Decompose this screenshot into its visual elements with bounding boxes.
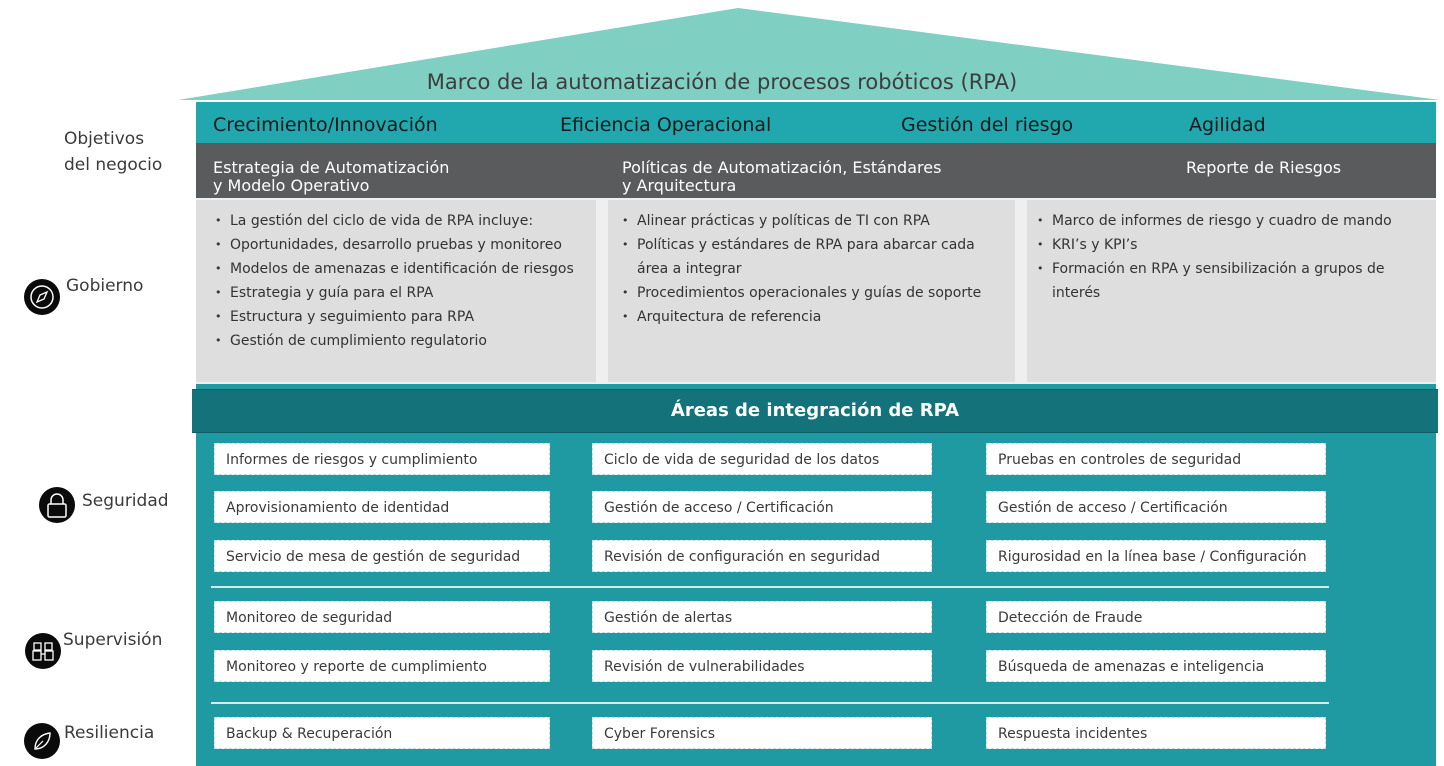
rpa-integration-title: Áreas de integración de RPA [192,389,1438,433]
security-box: Gestión de acceso / Certificación [986,491,1326,523]
governance-header-band [196,143,1436,198]
list-item: Políticas y estándares de RPA para abarc… [621,233,1013,257]
governance-list-3: Marco de informes de riesgo y cuadro de … [1036,209,1432,305]
goal-efficiency: Eficiencia Operacional [560,114,772,136]
gov-header-strategy-line1: Estrategia de Automatización [213,158,450,177]
rpa-integration-band [196,384,1436,766]
supervision-label: Supervisión [63,630,163,650]
security-box: Revisión de configuración en seguridad [592,540,932,572]
governance-list-2: Alinear prácticas y políticas de TI con … [621,209,1013,329]
resilience-box: Backup & Recuperación [214,717,550,749]
roof-title: Marco de la automatización de procesos r… [426,70,1018,94]
supervision-box: Gestión de alertas [592,601,932,633]
gov-header-policies-line2: y Arquitectura [622,176,737,195]
goal-growth: Crecimiento/Innovación [213,114,438,136]
list-item: Gestión de cumplimiento regulatorio [214,329,594,353]
list-item: interés [1052,285,1101,301]
list-item: área a integrar [637,261,742,277]
security-box: Pruebas en controles de seguridad [986,443,1326,475]
list-item: Formación en RPA y sensibilización a gru… [1036,257,1432,281]
gov-header-policies-line1: Políticas de Automatización, Estándares [622,158,942,177]
list-item: Procedimientos operacionales y guías de … [621,281,1013,305]
list-item: Marco de informes de riesgo y cuadro de … [1036,209,1432,233]
security-box: Rigurosidad en la línea base / Configura… [986,540,1326,572]
resilience-box: Cyber Forensics [592,717,932,749]
list-item: Modelos de amenazas e identificación de … [214,257,594,281]
list-item: La gestión del ciclo de vida de RPA incl… [214,209,594,233]
list-item: KRI’s y KPI’s [1036,233,1432,257]
resilience-label: Resiliencia [64,723,155,743]
gov-header-strategy-line2: y Modelo Operativo [213,176,370,195]
goal-agility: Agilidad [1189,114,1266,136]
list-item: Alinear prácticas y políticas de TI con … [621,209,1013,233]
security-label: Seguridad [82,491,169,511]
roof [178,8,1440,100]
security-box: Aprovisionamiento de identidad [214,491,550,523]
separator [211,586,1329,588]
objectives-label-line1: Objetivos [64,129,145,149]
supervision-box: Detección de Fraude [986,601,1326,633]
compass-icon [24,279,60,315]
gov-header-risk-report: Reporte de Riesgos [1186,158,1342,177]
objectives-label-line2: del negocio [64,155,163,175]
supervision-box: Monitoreo y reporte de cumplimiento [214,650,550,682]
security-box: Ciclo de vida de seguridad de los datos [592,443,932,475]
leaf-icon [24,723,60,759]
security-box: Gestión de acceso / Certificación [592,491,932,523]
resilience-box: Respuesta incidentes [986,717,1326,749]
list-item: Oportunidades, desarrollo pruebas y moni… [214,233,594,257]
lock-icon [39,487,75,523]
list-item: Estructura y seguimiento para RPA [214,305,594,329]
supervision-box: Revisión de vulnerabilidades [592,650,932,682]
security-box: Informes de riesgos y cumplimiento [214,443,550,475]
governance-list-1: La gestión del ciclo de vida de RPA incl… [214,209,594,353]
binoculars-icon [25,633,61,669]
list-item: Estrategia y guía para el RPA [214,281,594,305]
business-goals-band [196,102,1436,143]
supervision-box: Búsqueda de amenazas e inteligencia [986,650,1326,682]
governance-label: Gobierno [66,276,144,296]
security-box: Servicio de mesa de gestión de seguridad [214,540,550,572]
supervision-box: Monitoreo de seguridad [214,601,550,633]
goal-risk: Gestión del riesgo [901,114,1074,136]
separator [211,702,1329,704]
list-item: Arquitectura de referencia [621,305,1013,329]
